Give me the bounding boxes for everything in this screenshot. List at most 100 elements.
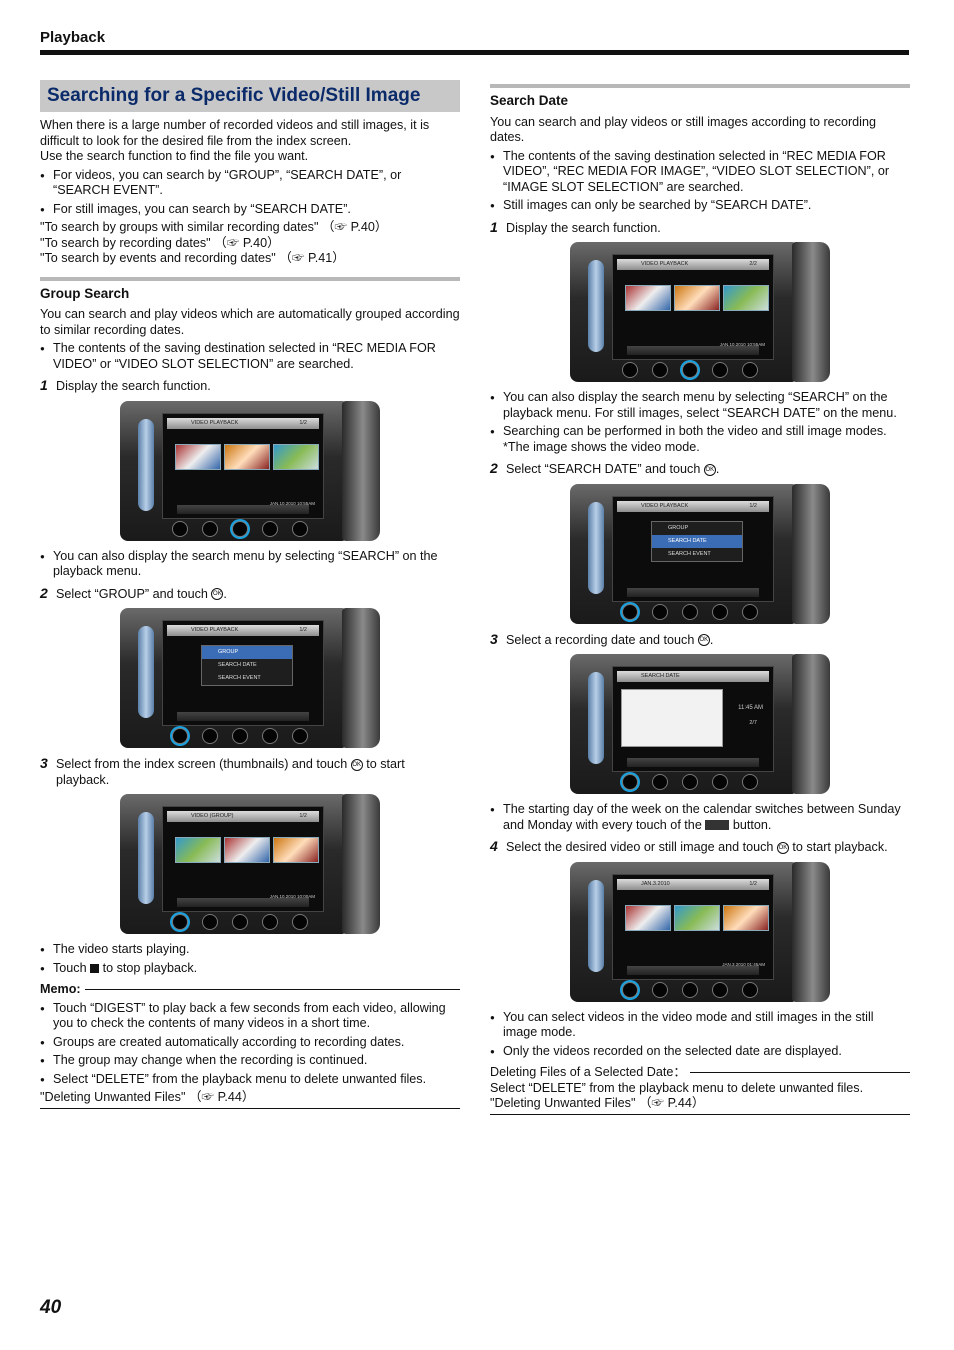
memo-label: Memo:	[40, 982, 81, 996]
list-item: The video starts playing.	[40, 942, 460, 958]
screen-header	[617, 500, 769, 512]
camera-hinge	[792, 654, 830, 794]
button-icon	[712, 981, 728, 998]
delete-rule	[690, 1072, 910, 1074]
button-icon	[652, 362, 668, 378]
step-text: Select from the index screen (thumbnails…	[56, 757, 348, 771]
menu-item: GROUP	[202, 646, 292, 659]
menu-item: SEARCH DATE	[218, 662, 257, 668]
menu-item: SEARCH DATE	[652, 534, 742, 548]
ok-icon: OK	[697, 634, 710, 647]
screen-date: JAN.10.2010 10:55AM	[269, 500, 315, 506]
cross-ref[interactable]: "To search by groups with similar record…	[40, 220, 388, 234]
list-item: Touch “DIGEST” to play back a few second…	[40, 1001, 460, 1032]
screen-page: 1/2	[299, 419, 307, 426]
slider-icon	[138, 626, 154, 718]
memo-end-rule	[40, 1107, 460, 1109]
search-date-desc: You can search and play videos or still …	[490, 114, 876, 145]
step-text: Display the search function.	[56, 379, 211, 393]
menu-item: SEARCH EVENT	[668, 550, 711, 557]
screen-date: JAN.10.2010 10:00AM	[269, 894, 315, 899]
button-icon	[262, 728, 278, 744]
list-item: You can select videos in the video mode …	[490, 1010, 910, 1041]
button-icon	[202, 914, 218, 930]
screen-page: 1/2	[749, 502, 757, 509]
list-item: The group may change when the recording …	[40, 1053, 460, 1069]
step-text: Select “SEARCH DATE” and touch	[506, 462, 701, 476]
cross-ref[interactable]: "To search by events and recording dates…	[40, 251, 345, 265]
ok-button-icon	[172, 520, 188, 537]
step-text: to start playback.	[792, 840, 888, 854]
thumbnail	[625, 285, 671, 311]
button-icon	[292, 914, 308, 930]
menu-item: GROUP	[668, 524, 689, 531]
thumbnail	[224, 443, 270, 470]
lcd-screen: SEARCH DATE 2/7 11:45 AM	[612, 666, 774, 772]
lcd-screen: VIDEO PLAYBACK 2/2 JAN.10.2010 10:55AM	[612, 254, 774, 360]
thumbnail	[273, 443, 319, 470]
screen-header	[617, 259, 769, 270]
button-icon	[742, 981, 758, 998]
screen-header	[167, 417, 319, 429]
screen-page: 1/2	[299, 813, 307, 819]
thumbnail	[175, 443, 221, 470]
step-number: 1	[490, 218, 498, 235]
step-4: 4 Select the desired video or still imag…	[490, 838, 910, 856]
camera-illustration: SEARCH DATE 2/7 11:45 AM	[570, 654, 830, 796]
screen-title: SEARCH DATE	[641, 673, 680, 679]
list-item: For still images, you can search by “SEA…	[40, 202, 460, 218]
button-icon	[262, 520, 278, 537]
camera-illustration: JAN.3.2010 1/2 JAN.3.2010 01:45AM	[570, 861, 830, 1004]
delete-label: Deleting Files of a Selected Date：	[490, 1065, 687, 1079]
screen-toolbar	[177, 898, 309, 907]
step-text: Display the search function.	[506, 220, 661, 235]
button-icon	[652, 774, 668, 790]
lcd-screen: VIDEO (GROUP) 1/2 JAN.10.2010 10:00AM	[162, 806, 324, 912]
left-column: Searching for a Specific Video/Still Ima…	[40, 80, 460, 1109]
cross-ref[interactable]: "Deleting Unwanted Files" （☞ P.44）	[490, 1096, 705, 1110]
cross-ref[interactable]: "To search by recording dates" （☞ P.40）	[40, 235, 280, 250]
camera-illustration: VIDEO PLAYBACK 1/2 JAN.10.2010 10:55AM	[120, 400, 380, 543]
screen-toolbar	[627, 758, 759, 767]
button-icon	[742, 774, 758, 790]
thumbnail	[723, 904, 769, 931]
ok-icon: OK	[211, 588, 224, 601]
subsection-rule	[40, 276, 460, 281]
button-icon	[712, 362, 728, 378]
subsection-title: Search Date	[490, 93, 569, 108]
screen-header	[617, 878, 769, 890]
step-2: 2 Select “SEARCH DATE” and touch OK.	[490, 460, 720, 476]
list-item: The contents of the saving destination s…	[40, 341, 460, 372]
screen-title: VIDEO PLAYBACK	[191, 627, 239, 633]
operation-buttons	[172, 914, 308, 930]
camera-hinge	[792, 242, 830, 382]
step-2: 2 Select “GROUP” and touch OK.	[40, 584, 227, 601]
button-icon	[232, 728, 248, 744]
camera-hinge	[342, 608, 380, 748]
camera-illustration: VIDEO (GROUP) 1/2 JAN.10.2010 10:00AM	[120, 794, 380, 936]
lcd-screen: VIDEO PLAYBACK 1/2 JAN.10.2010 10:55AM	[162, 412, 324, 519]
thumbnail	[625, 904, 671, 931]
list-item: You can also display the search menu by …	[40, 549, 460, 580]
screen-page: 2/7	[749, 720, 757, 726]
ok-icon: OK	[703, 463, 716, 476]
screen-toolbar	[177, 712, 309, 721]
camera-illustration: VIDEO PLAYBACK 2/2 JAN.10.2010 10:55AM	[570, 242, 830, 384]
step-3: 3 Select a recording date and touch OK.	[490, 630, 714, 647]
button-icon	[682, 603, 698, 620]
ok-button-icon	[622, 774, 638, 790]
list-item: Select “DELETE” from the playback menu t…	[40, 1072, 460, 1088]
stop-icon	[90, 963, 100, 973]
step-1: 1 Display the search function.	[40, 377, 460, 395]
thumbnail	[224, 837, 270, 863]
cross-ref[interactable]: "Deleting Unwanted Files" （☞ P.44）	[40, 1090, 255, 1104]
search-menu: GROUP SEARCH DATE SEARCH EVENT	[651, 520, 743, 562]
screen-date: 11:45 AM	[738, 705, 763, 711]
button-icon	[652, 981, 668, 998]
operation-buttons	[622, 603, 758, 620]
bullet-text: Touch	[53, 960, 87, 975]
group-desc: You can search and play videos which are…	[40, 307, 460, 337]
button-icon	[202, 520, 218, 537]
screen-page: 1/2	[749, 880, 757, 887]
thumbnail	[674, 904, 720, 931]
